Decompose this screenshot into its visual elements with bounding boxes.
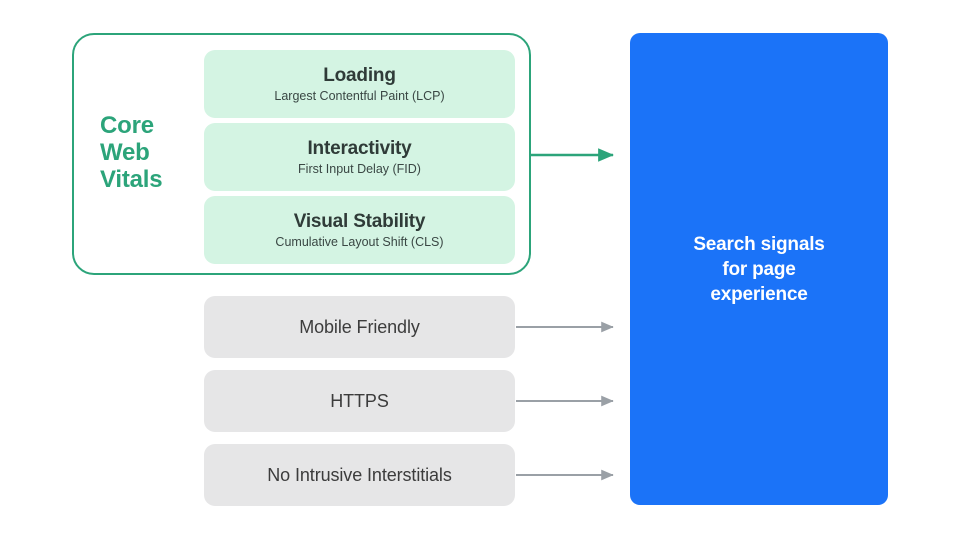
metric-subtitle: Cumulative Layout Shift (CLS) bbox=[275, 234, 444, 249]
output-panel-line-1: Search signals bbox=[693, 233, 825, 255]
core-web-vitals-group-label: Core Web Vitals bbox=[100, 112, 190, 193]
signal-title: HTTPS bbox=[330, 391, 389, 411]
core-web-vitals-label-line-1: Core bbox=[100, 112, 154, 139]
signal-no-intrusive-interstitials[interactable]: No Intrusive Interstitials bbox=[204, 444, 515, 506]
core-web-vitals-label-line-2: Web bbox=[100, 139, 150, 166]
signal-https[interactable]: HTTPS bbox=[204, 370, 515, 432]
signal-mobile-friendly[interactable]: Mobile Friendly bbox=[204, 296, 515, 358]
output-panel[interactable]: Search signals for page experience bbox=[630, 33, 888, 505]
output-panel-line-2: for page bbox=[722, 258, 796, 280]
output-panel-line-3: experience bbox=[710, 283, 808, 305]
metric-title: Visual Stability bbox=[293, 210, 426, 232]
metric-title: Loading bbox=[323, 64, 396, 86]
output-panel-text: Search signals for page experience bbox=[679, 232, 838, 307]
metric-card-visual-stability[interactable]: Visual Stability Cumulative Layout Shift… bbox=[204, 196, 515, 264]
metric-card-loading[interactable]: Loading Largest Contentful Paint (LCP) bbox=[204, 50, 515, 118]
core-web-vitals-group bbox=[72, 33, 531, 275]
core-web-vitals-label-line-3: Vitals bbox=[100, 166, 163, 193]
metric-subtitle: Largest Contentful Paint (LCP) bbox=[274, 88, 445, 103]
metric-card-interactivity[interactable]: Interactivity First Input Delay (FID) bbox=[204, 123, 515, 191]
signal-title: Mobile Friendly bbox=[299, 317, 420, 337]
metric-title: Interactivity bbox=[307, 137, 412, 159]
metric-subtitle: First Input Delay (FID) bbox=[298, 161, 421, 176]
signal-title: No Intrusive Interstitials bbox=[267, 465, 452, 485]
